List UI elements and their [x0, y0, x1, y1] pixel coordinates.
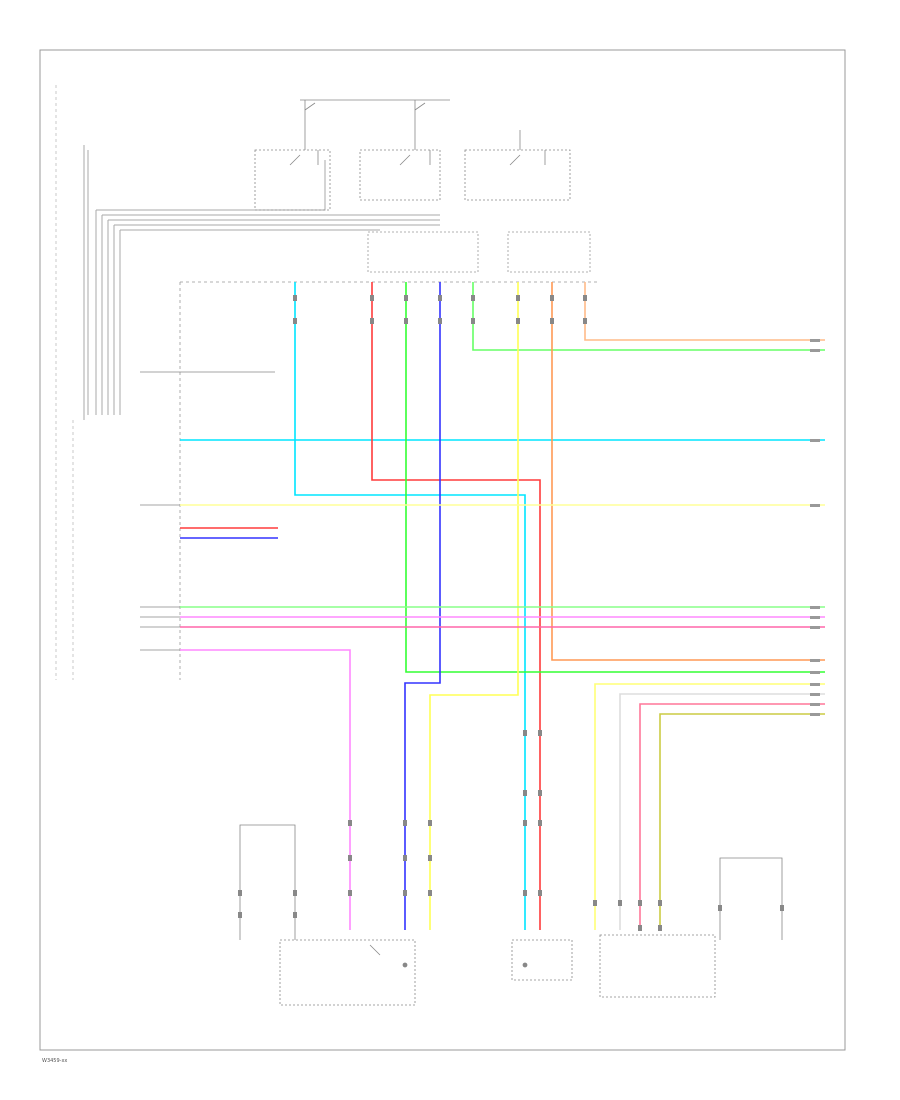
relay-box-2: [359, 149, 441, 201]
wire-red: [371, 282, 541, 930]
footer-code: W3459-xx: [42, 1058, 67, 1064]
lower-left-circuit: [239, 824, 416, 1006]
gray-bundle: [83, 145, 440, 420]
top-feed: [300, 99, 521, 150]
wire-cyan-a: [294, 282, 526, 930]
fuse-block: [367, 231, 591, 273]
wire-lightgray: [619, 693, 825, 930]
relay-box-1: [254, 149, 331, 211]
wire-pink-d: [639, 703, 825, 930]
wire-blue: [404, 282, 441, 930]
lower-right-circuit: [511, 857, 783, 998]
relay-box-3: [464, 149, 571, 201]
connector-markers: [238, 295, 784, 931]
left-input-stubs: [140, 371, 275, 651]
wire-yellow-a: [429, 282, 519, 930]
wire-orange: [551, 282, 825, 661]
wire-light-green: [472, 282, 825, 351]
wire-peach: [584, 282, 825, 341]
diagram-frame: [39, 49, 846, 1051]
wire-green: [405, 282, 825, 673]
wire-yellow-c: [594, 683, 825, 930]
right-terminals: [810, 339, 820, 716]
wire-olive: [659, 713, 825, 930]
wire-pink-c: [180, 649, 351, 930]
